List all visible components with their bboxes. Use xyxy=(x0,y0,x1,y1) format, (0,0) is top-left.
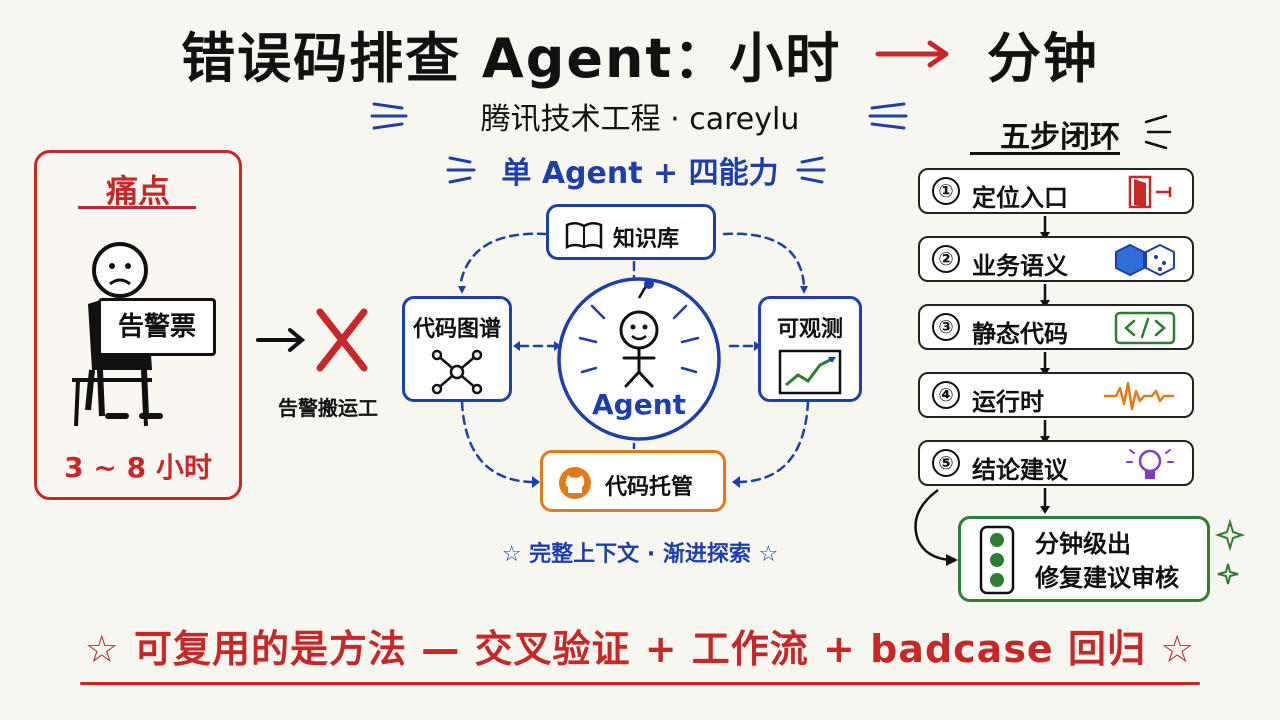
x-mark-icon xyxy=(316,308,368,372)
arrow-to-x xyxy=(256,308,368,372)
step-5-label: 结论建议 xyxy=(972,456,1068,484)
star-icon-right: ☆ xyxy=(750,542,779,567)
star-icon-left: ☆ xyxy=(501,542,530,567)
observability-box: 可观测 xyxy=(758,296,862,402)
result-line2: 修复建议审核 xyxy=(1035,564,1179,592)
result-box: 分钟级出 修复建议审核 xyxy=(958,516,1210,602)
step-1-number: ① xyxy=(932,177,960,205)
step-3-label: 静态代码 xyxy=(972,320,1068,348)
code-graph-box: 代码图谱 xyxy=(402,296,512,402)
sparkle-icon xyxy=(1214,518,1246,585)
bottom-takeaway: ☆ 可复用的是方法 — 交叉验证 + 工作流 + badcase 回归 ☆ xyxy=(30,618,1250,673)
pain-underline xyxy=(78,206,196,209)
observability-label: 可观测 xyxy=(776,317,843,342)
pain-heading: 痛点 xyxy=(105,172,170,210)
alert-ticket: 告警票 xyxy=(98,298,216,356)
code-icon xyxy=(1114,311,1176,345)
center-footer: ☆ 完整上下文 · 渐进探索 ☆ xyxy=(430,536,850,568)
chart-trend-icon xyxy=(778,349,842,395)
door-icon xyxy=(1128,175,1172,209)
step-4: ④ 运行时 xyxy=(918,372,1194,418)
step-2-label: 业务语义 xyxy=(972,252,1068,280)
bottom-takeaway-text: 可复用的是方法 — 交叉验证 + 工作流 + badcase 回归 xyxy=(134,627,1146,671)
step-2-number: ② xyxy=(932,245,960,273)
title-part1: 错误码排查 Agent：小时 xyxy=(181,27,842,90)
star-icon-bottom-left: ☆ xyxy=(84,627,135,671)
accent-marks-center-left xyxy=(446,156,476,184)
book-icon xyxy=(565,222,603,249)
curve-arrow xyxy=(914,488,958,566)
cubes-icon xyxy=(1115,243,1175,277)
step-3: ③ 静态代码 xyxy=(918,304,1194,350)
accent-marks-right xyxy=(868,102,908,130)
subtitle: 腾讯技术工程 · careylu xyxy=(480,102,800,137)
dashed-connectors xyxy=(458,232,810,488)
graph-nodes-icon xyxy=(431,349,483,395)
accent-marks-steps xyxy=(1144,114,1172,150)
red-arrow-icon xyxy=(875,40,949,67)
step-5-number: ⑤ xyxy=(932,449,960,477)
steps-underline xyxy=(970,152,1120,155)
center-heading: 单 Agent + 四能力 xyxy=(501,156,779,191)
step-4-label: 运行时 xyxy=(972,388,1044,416)
code-hosting-box: 代码托管 xyxy=(540,450,726,512)
page-title: 错误码排查 Agent：小时 分钟 xyxy=(0,14,1280,93)
code-hosting-label: 代码托管 xyxy=(605,475,694,500)
accent-marks-left xyxy=(370,102,408,130)
agent-label: Agent xyxy=(591,388,687,421)
lightbulb-icon xyxy=(1126,449,1174,479)
result-line1: 分钟级出 xyxy=(1035,530,1131,558)
code-graph-label: 代码图谱 xyxy=(412,317,501,342)
knowledge-base-box: 知识库 xyxy=(546,204,716,260)
waveform-icon xyxy=(1104,381,1174,411)
bottom-underline xyxy=(80,682,1200,685)
knowledge-label: 知识库 xyxy=(613,227,680,252)
center-footer-text: 完整上下文 · 渐进探索 xyxy=(529,542,751,567)
title-part2: 分钟 xyxy=(986,27,1099,90)
traffic-light-icon xyxy=(979,525,1015,595)
robot-icon xyxy=(619,279,659,388)
github-icon xyxy=(559,467,591,499)
alert-mover-label: 告警搬运工 xyxy=(278,396,378,420)
star-icon-bottom-right: ☆ xyxy=(1145,627,1196,671)
accent-marks-center-right xyxy=(796,156,826,184)
step-2: ② 业务语义 xyxy=(918,236,1194,282)
result-text: 分钟级出 修复建议审核 xyxy=(1035,527,1179,595)
steps-heading: 五步闭环 xyxy=(1000,120,1120,155)
step-5: ⑤ 结论建议 xyxy=(918,440,1194,486)
agent-circle xyxy=(557,277,721,441)
step-3-number: ③ xyxy=(932,313,960,341)
pain-time: 3 ~ 8 小时 xyxy=(64,451,212,484)
step-1: ① 定位入口 xyxy=(918,168,1194,214)
step-1-label: 定位入口 xyxy=(972,184,1068,212)
step-4-number: ④ xyxy=(932,381,960,409)
